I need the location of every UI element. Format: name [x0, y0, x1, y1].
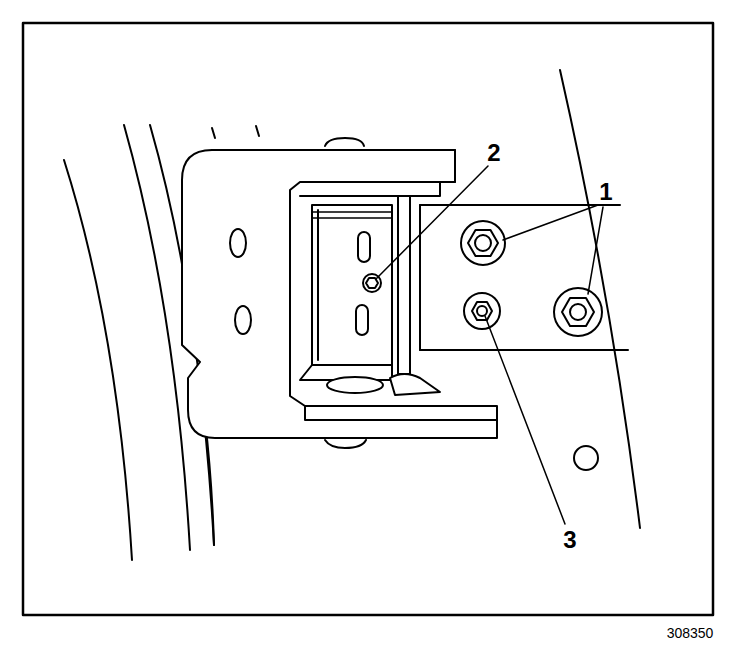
leader-line: [376, 166, 488, 279]
hinge-bracket: [182, 150, 497, 438]
door-edge-curve: [560, 70, 640, 528]
pin-head: [325, 138, 364, 146]
bolt-head: [468, 230, 498, 256]
leader-line: [485, 316, 565, 524]
barrel-base: [327, 377, 383, 393]
bracket-hole: [230, 229, 246, 257]
nut-washer: [464, 293, 500, 329]
hinge-plate: [419, 205, 421, 350]
pin-foot: [390, 374, 440, 395]
spring-coil: [312, 217, 392, 219]
bolt-washer: [554, 288, 602, 336]
hinge-flange: [305, 406, 497, 420]
hinge-pin: [398, 196, 410, 374]
leader-line: [503, 205, 598, 240]
hinge-plate: [420, 349, 628, 351]
bolt-head: [570, 304, 586, 320]
barrel-slot: [358, 232, 370, 262]
hatch-mark: [212, 128, 215, 138]
callout-number: 3: [563, 528, 576, 552]
hinge-bracket: [454, 150, 456, 182]
hinge-barrel: [312, 205, 392, 365]
bolt-washer: [461, 221, 505, 265]
pillar-curve: [124, 125, 190, 550]
hinge-barrel: [317, 210, 319, 360]
bolt-head: [475, 235, 491, 251]
hatch-mark: [256, 126, 259, 136]
frame-border: [23, 23, 713, 615]
callout-number: 2: [487, 141, 500, 165]
barrel-slot: [356, 305, 368, 335]
pin-head: [325, 440, 366, 448]
figure-number: 308350: [667, 626, 714, 640]
leader-line: [588, 207, 603, 294]
pillar-curve: [64, 160, 132, 560]
hinge-flange: [300, 182, 440, 196]
spring-coil: [312, 211, 392, 213]
callout-number: 1: [599, 180, 612, 204]
nut: [472, 302, 492, 320]
bolt-head: [562, 298, 594, 326]
nut: [477, 306, 487, 316]
plate-hole: [574, 446, 598, 470]
bracket-hole: [235, 306, 251, 334]
